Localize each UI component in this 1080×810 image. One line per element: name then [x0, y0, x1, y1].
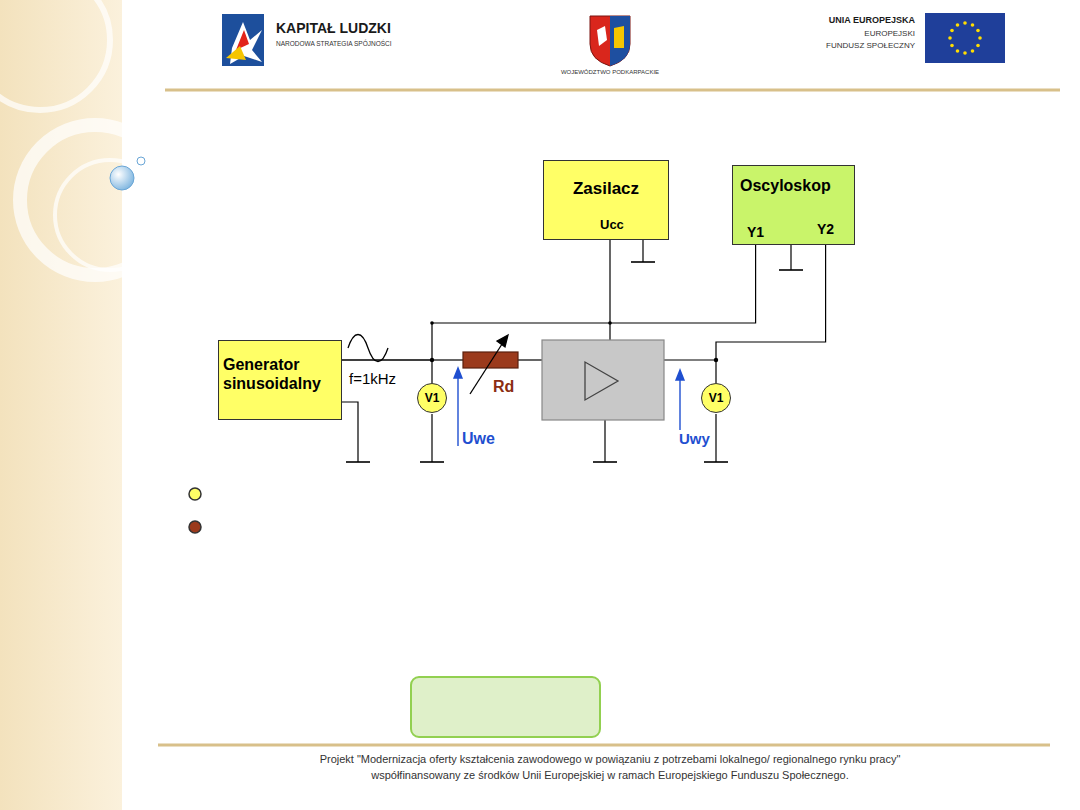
pin-label: Y1	[747, 224, 764, 241]
logo-text: UNIA EUROPEJSKA	[760, 15, 915, 26]
amplifier-box	[542, 340, 664, 420]
logo-text: FUNDUSZ SPOŁECZNY	[760, 41, 915, 51]
side-circles	[0, 0, 170, 275]
footer-text: współfinansowany ze środków Unii Europej…	[140, 769, 1080, 782]
signal-name: Uwy	[678, 430, 711, 448]
eu-star	[956, 23, 960, 27]
node-title: Zasilacz	[544, 179, 668, 199]
footer-text: Projekt "Modernizacja oferty kształcenia…	[140, 753, 1080, 766]
header-rule	[165, 89, 1060, 92]
eu-star	[956, 49, 960, 53]
eu-star	[950, 29, 954, 33]
generator-box: Generator sinusoidalny	[218, 340, 342, 420]
part-name: Rd	[493, 377, 514, 396]
kl-logo	[222, 14, 264, 66]
ground-symbols	[346, 262, 803, 462]
bubble	[110, 166, 134, 190]
node-title: Generator sinusoidalny	[223, 355, 336, 393]
eu-star	[976, 44, 980, 48]
wires	[341, 240, 791, 462]
action-button	[411, 677, 600, 737]
node-title: V1	[425, 391, 440, 405]
node-title: Oscyloskop	[740, 176, 831, 195]
power-supply-box: ZasilaczUcc	[543, 160, 669, 240]
eu-star	[963, 21, 967, 25]
eu-star	[978, 36, 982, 40]
eu-star	[948, 36, 952, 40]
logo-text: NARODOWA STRATEGIA SPÓJNOŚCI	[276, 40, 392, 48]
signal-label: f=1kHz	[349, 370, 396, 388]
bullet	[189, 521, 201, 533]
eu-star	[963, 51, 967, 55]
node-title: V1	[709, 391, 724, 405]
voltmeter-symbol: V1	[701, 383, 731, 413]
coat-of-arms	[590, 16, 630, 66]
eu-star	[976, 29, 980, 33]
pin-label: Y2	[817, 221, 834, 238]
eu-star	[971, 49, 975, 53]
eu-star	[950, 44, 954, 48]
voltmeter-symbol: V1	[417, 383, 447, 413]
eu-flag	[925, 13, 1005, 63]
logo-text: WOJEWÓDZTWO PODKARPACKIE	[530, 69, 690, 76]
wire	[716, 245, 826, 383]
logo-text: KAPITAŁ LUDZKI	[276, 20, 391, 37]
sine-symbol	[348, 335, 388, 362]
resistor-symbol	[463, 352, 518, 368]
oscilloscope-box: OscyloskopY1 Y2	[732, 165, 855, 245]
bullet	[189, 488, 201, 500]
eu-star	[971, 23, 975, 27]
bubble	[137, 157, 145, 165]
logo-text: EUROPEJSKI	[760, 29, 915, 39]
amplifier-symbol	[585, 362, 618, 400]
pin-label: Ucc	[600, 217, 624, 233]
wire	[342, 245, 756, 360]
signal-name: Uwe	[462, 429, 495, 448]
footer-rule	[158, 744, 1050, 747]
